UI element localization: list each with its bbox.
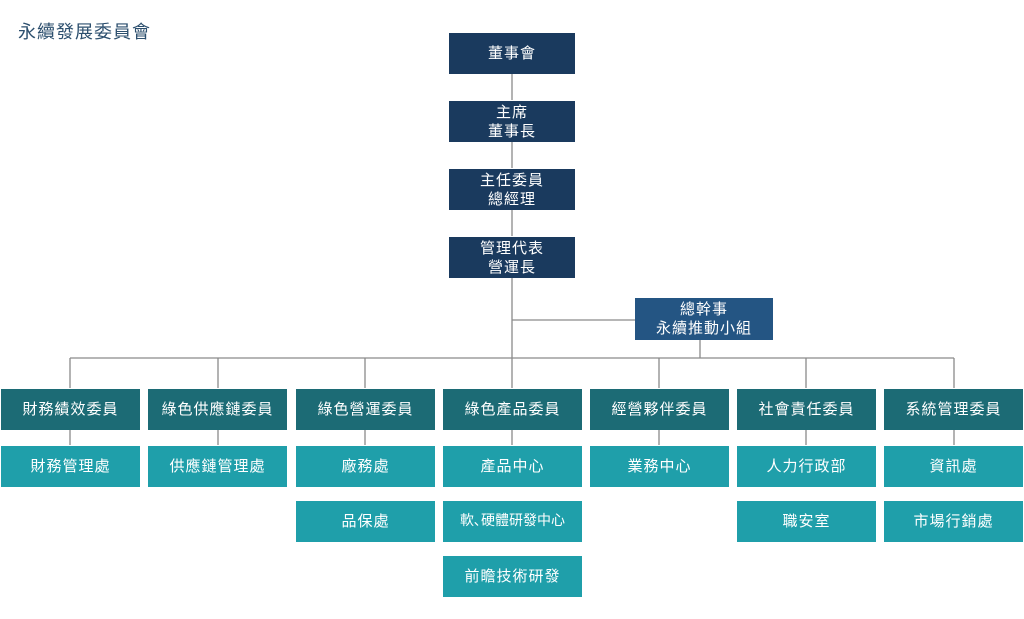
unit-box: 人力行政部 — [737, 446, 876, 487]
secretariat-box: 總幹事 永續推動小組 — [635, 298, 773, 340]
chairman-role: 主席 — [495, 102, 528, 121]
committee-box: 系統管理委員 — [884, 389, 1023, 430]
committee-box: 社會責任委員 — [737, 389, 876, 430]
unit-box: 財務管理處 — [1, 446, 140, 487]
chief-committee-title: 總經理 — [487, 189, 536, 208]
management-rep-role: 管理代表 — [479, 238, 544, 257]
committee-box: 綠色營運委員 — [296, 389, 435, 430]
unit-box: 職安室 — [737, 501, 876, 542]
unit-label: 財務管理處 — [30, 457, 111, 475]
unit-box: 品保處 — [296, 501, 435, 542]
unit-label: 供應鏈管理處 — [169, 457, 266, 475]
committee-label: 綠色供應鏈委員 — [161, 400, 274, 418]
committee-label: 經營夥伴委員 — [611, 400, 708, 418]
unit-label: 廠務處 — [341, 457, 390, 475]
unit-label: 人力行政部 — [766, 457, 847, 475]
committee-label: 社會責任委員 — [758, 400, 855, 418]
unit-label: 品保處 — [341, 512, 390, 530]
secretariat-role: 總幹事 — [679, 300, 728, 318]
committee-box: 經營夥伴委員 — [590, 389, 729, 430]
chart-title: 永續發展委員會 — [18, 22, 151, 43]
unit-box: 資訊處 — [884, 446, 1023, 487]
committee-box: 財務績效委員 — [1, 389, 140, 430]
unit-label: 軟､硬體研發中心 — [460, 513, 565, 529]
board-label: 董事會 — [487, 44, 536, 62]
chief-committee-box: 主任委員 總經理 — [449, 169, 575, 210]
management-rep-title: 營運長 — [487, 257, 536, 276]
unit-box: 前瞻技術研發 — [443, 556, 582, 597]
unit-label: 產品中心 — [480, 457, 545, 475]
chief-committee-role: 主任委員 — [479, 170, 544, 189]
unit-box: 供應鏈管理處 — [148, 446, 287, 487]
unit-box: 軟､硬體研發中心 — [443, 501, 582, 542]
committee-label: 財務績效委員 — [22, 400, 119, 418]
committee-label: 系統管理委員 — [905, 400, 1002, 418]
unit-box: 廠務處 — [296, 446, 435, 487]
unit-label: 業務中心 — [627, 457, 692, 475]
committee-label: 綠色營運委員 — [317, 400, 414, 418]
committee-label: 綠色產品委員 — [464, 400, 561, 418]
unit-label: 資訊處 — [929, 457, 978, 475]
unit-box: 產品中心 — [443, 446, 582, 487]
chairman-box: 主席 董事長 — [449, 101, 575, 142]
unit-box: 市場行銷處 — [884, 501, 1023, 542]
unit-label: 前瞻技術研發 — [464, 567, 561, 585]
unit-box: 業務中心 — [590, 446, 729, 487]
board-box: 董事會 — [449, 33, 575, 74]
management-rep-box: 管理代表 營運長 — [449, 237, 575, 278]
secretariat-group: 永續推動小組 — [655, 319, 752, 337]
committee-box: 綠色產品委員 — [443, 389, 582, 430]
unit-label: 市場行銷處 — [913, 512, 994, 530]
unit-label: 職安室 — [782, 512, 831, 530]
chairman-title: 董事長 — [487, 121, 536, 140]
committee-box: 綠色供應鏈委員 — [148, 389, 287, 430]
